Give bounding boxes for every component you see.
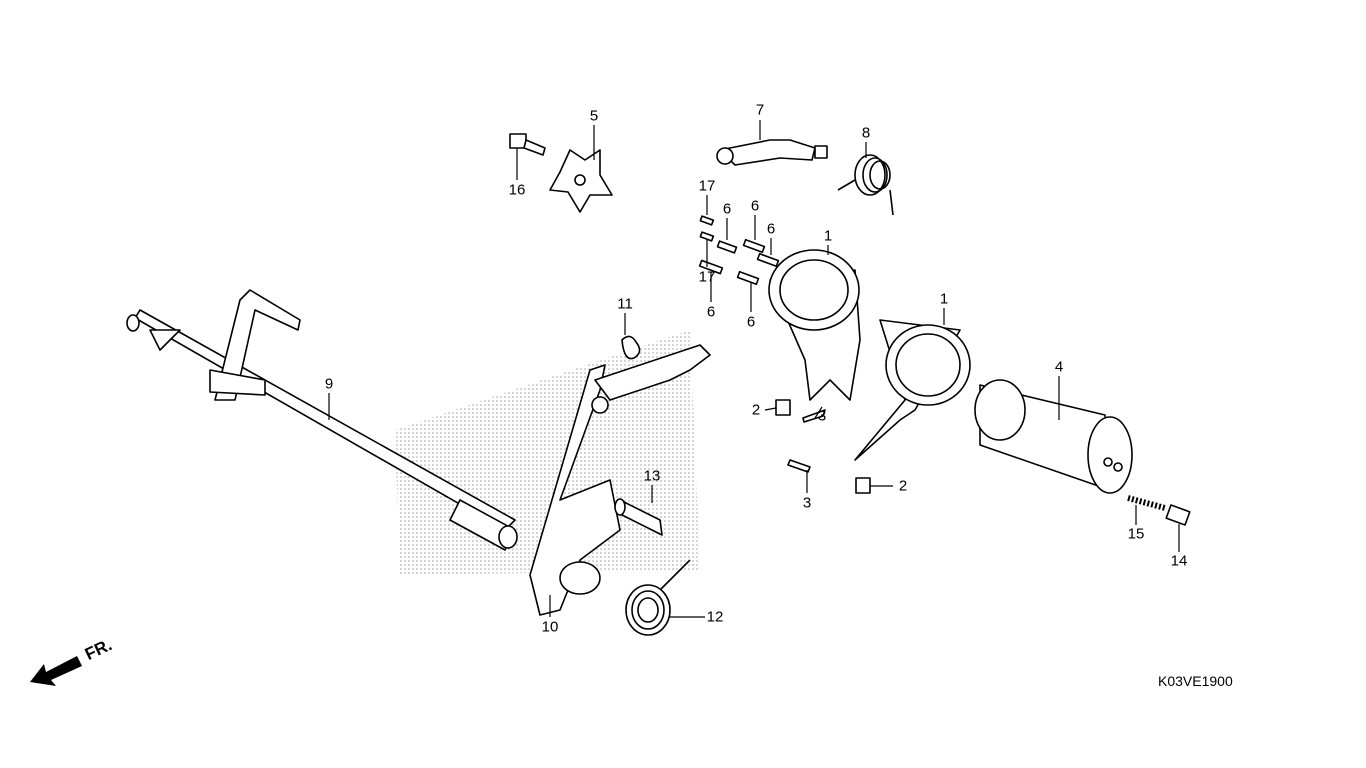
stopper-plate-5 <box>549 149 613 213</box>
shift-drum-4 <box>974 379 1133 494</box>
pin-13 <box>614 498 663 536</box>
callout-1: 1 <box>939 290 949 308</box>
callout-9: 9 <box>324 375 334 393</box>
callout-7: 7 <box>755 101 765 119</box>
shift-fork-1a <box>768 249 861 423</box>
callout-15: 15 <box>1127 525 1145 543</box>
callout-17: 17 <box>698 268 716 286</box>
callout-6: 6 <box>722 200 732 218</box>
callout-2: 2 <box>898 477 908 495</box>
pins-17-and-6 <box>698 215 780 286</box>
bolt-16 <box>509 133 546 156</box>
callout-1: 1 <box>823 227 833 245</box>
spring-11 <box>621 335 641 360</box>
gearshift-arm-10 <box>529 344 711 616</box>
callout-6: 6 <box>706 303 716 321</box>
callout-8: 8 <box>861 124 871 142</box>
stopper-arm-7 <box>716 139 828 166</box>
callout-17: 17 <box>698 177 716 195</box>
callout-3: 3 <box>802 494 812 512</box>
callout-12: 12 <box>706 608 724 626</box>
callout-6: 6 <box>750 197 760 215</box>
diagram-code: K03VE1900 <box>1158 673 1233 689</box>
spring-15 <box>1127 495 1166 511</box>
callout-6: 6 <box>766 220 776 238</box>
spring-12 <box>625 559 691 636</box>
spring-8 <box>837 154 894 216</box>
callout-13: 13 <box>643 467 661 485</box>
front-arrow-icon <box>30 656 82 686</box>
callout-10: 10 <box>541 618 559 636</box>
callout-6: 6 <box>746 313 756 331</box>
pin-14 <box>1165 504 1191 526</box>
leader-lines <box>328 120 1180 618</box>
callout-11: 11 <box>617 295 633 313</box>
callout-5: 5 <box>589 107 599 125</box>
callout-14: 14 <box>1170 552 1188 570</box>
callout-4: 4 <box>1054 358 1064 376</box>
shift-shaft-9 <box>126 289 518 551</box>
callout-16: 16 <box>508 181 526 199</box>
callout-3: 3 <box>817 407 827 425</box>
shift-fork-1b <box>787 319 971 494</box>
callout-2: 2 <box>751 401 761 419</box>
